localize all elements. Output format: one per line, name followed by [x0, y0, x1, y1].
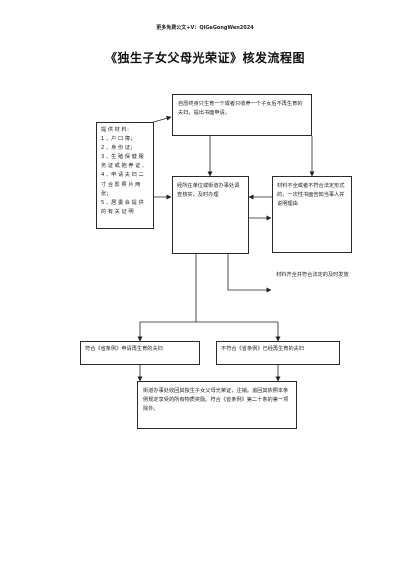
page-title: 《独生子女父母光荣证》核发流程图 — [104, 51, 305, 65]
revoke-text: 街道办事处收回其独生子女父母光荣证，注销。追回其依照本条例规定享受的所有物质奖励… — [143, 388, 289, 413]
complete-node: 材料齐全并符合法定的及时发放 — [272, 269, 354, 299]
apply-node: 自愿终身只生育一个或者只收养一个子女后不再生育的夫妇，提出书面申请。 — [172, 94, 312, 136]
left-case-text: 符合《省条例》申请再生育的夫妇 — [85, 346, 163, 352]
materials-line-3: 2 、身 份 证； — [101, 145, 136, 152]
incomplete-text: 材料不全或者不符合法定形式的，一次性书面告知当事人并说明理由 — [277, 183, 345, 208]
right-case-text: 不符合《省条例》已经再生育的夫妇 — [221, 346, 305, 352]
review-node: 经所在单位或街道办事处调查核实，及时办理 — [172, 176, 249, 254]
apply-text: 自愿终身只生育一个或者只收养一个子女后不再生育的夫妇，提出书面申请。 — [178, 101, 303, 117]
materials-line-1: 提 供 材 料： — [101, 127, 132, 133]
right-case-node: 不符合《省条例》已经再生育的夫妇 — [216, 341, 340, 365]
left-case-node: 符合《省条例》申请再生育的夫妇 — [80, 341, 200, 365]
materials-node: 提 供 材 料： 1 、户 口 簿； 2 、身 份 证； 3 、生 殖 保 健 … — [96, 122, 154, 229]
arrow-review-to-complete — [227, 254, 272, 293]
review-text: 经所在单位或街道办事处调查核实，及时办理 — [177, 183, 240, 199]
incomplete-node: 材料不全或者不符合法定形式的，一次性书面告知当事人并说明理由 — [272, 176, 352, 253]
materials-line-5: 5 、居 委 会 提 供 的 有 关 证 明 — [101, 199, 144, 215]
revoke-node: 街道办事处收回其独生子女父母光荣证，注销。追回其依照本条例规定享受的所有物质奖励… — [137, 381, 297, 429]
materials-line-4: 3 、生 殖 保 健 服 务 证 或 抱 养 证 、 4 、申 请 夫 妇 二 … — [101, 154, 148, 197]
header-note: 更多免费公文+V：QiGeGongWen2024 — [156, 25, 254, 31]
complete-text: 材料齐全并符合法定的及时发放 — [276, 272, 349, 278]
arrow-review-to-left-case — [137, 254, 197, 342]
materials-line-2: 1 、户 口 簿； — [101, 136, 136, 143]
